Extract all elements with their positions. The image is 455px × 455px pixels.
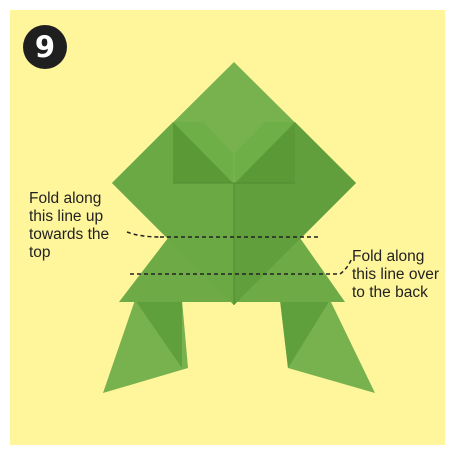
fold-back-instruction: Fold along this line over to the back — [352, 248, 455, 302]
fold-up-instruction: Fold along this line up towards the top — [29, 190, 139, 262]
leader-line-right — [340, 258, 352, 274]
step-number-badge: 9 — [23, 25, 67, 69]
